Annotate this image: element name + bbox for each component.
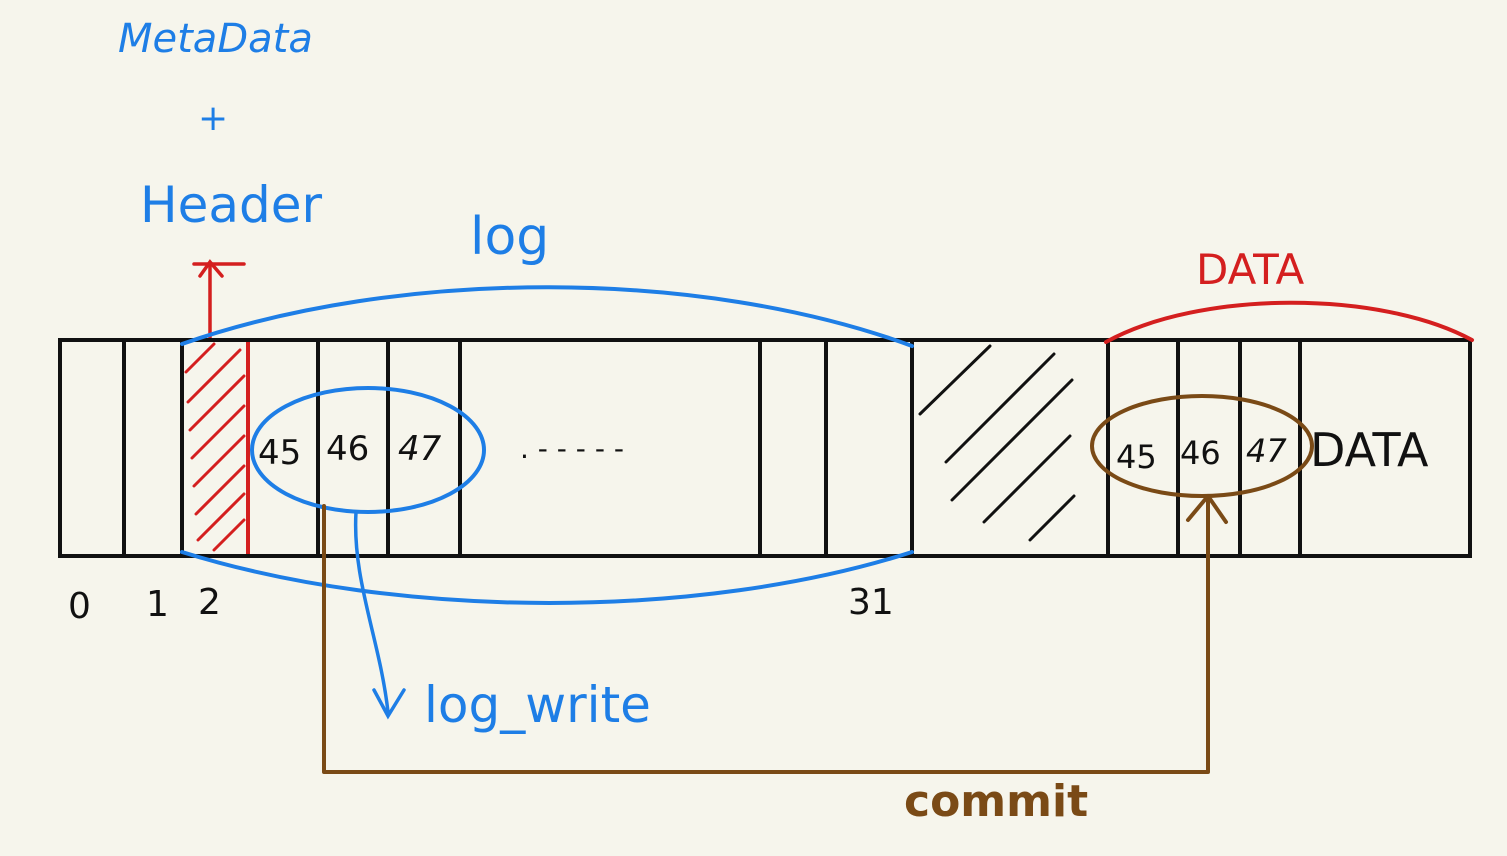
log-block-47: 47 (398, 429, 442, 469)
log-block-46: 46 (326, 429, 369, 469)
ellipsis-dots: . - - - - - (520, 432, 624, 465)
data-inline-label: DATA (1310, 423, 1429, 477)
disk-strip (58, 338, 1472, 558)
commit-arrow (322, 494, 1228, 774)
block-index-0: 0 (68, 586, 91, 627)
log-write-arrow (353, 510, 406, 720)
data-block-46: 46 (1180, 434, 1221, 472)
log-label: log (470, 207, 549, 267)
log-write-label: log_write (424, 676, 651, 734)
header-arrow (192, 259, 246, 340)
log-blocks-circle (250, 386, 486, 514)
block-index-1: 1 (146, 584, 169, 625)
header-block-hatch (184, 342, 246, 552)
unused-region-hatch (918, 344, 1076, 542)
data-top-label: DATA (1196, 245, 1304, 294)
data-block-45: 45 (1116, 438, 1157, 476)
data-brace (1104, 300, 1474, 344)
log-block-45: 45 (258, 433, 301, 473)
data-block-47: 47 (1246, 432, 1287, 470)
log-brace (180, 285, 914, 605)
header-label: Header (140, 176, 322, 234)
block-index-2: 2 (198, 582, 221, 623)
data-blocks-circle (1090, 394, 1314, 498)
plus-label: + (198, 98, 228, 139)
commit-label: commit (904, 776, 1088, 827)
block-index-31: 31 (848, 582, 894, 623)
metadata-label: MetaData (118, 16, 313, 62)
